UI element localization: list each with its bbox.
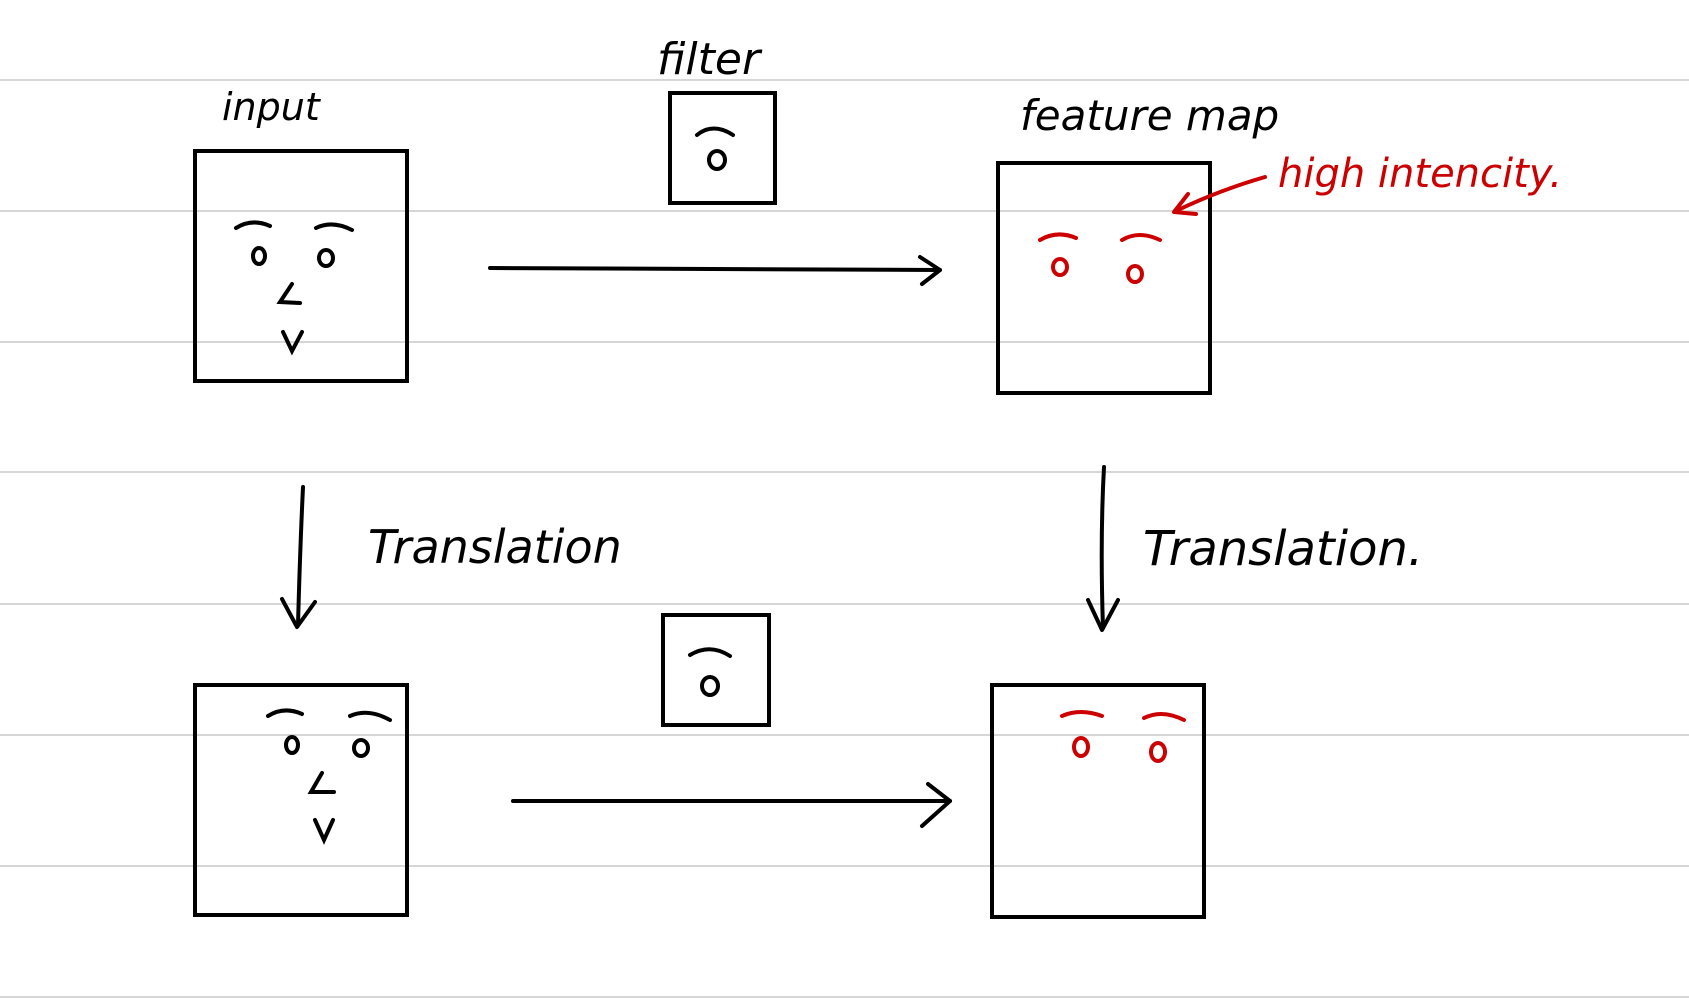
arrow-icon: [511, 782, 952, 828]
eye-icon: [1038, 232, 1162, 284]
arrow-icon: [488, 255, 942, 286]
left-eye-icon: [251, 246, 267, 266]
feature-map-box: [996, 161, 1212, 395]
translation-right-label: Translation.: [1143, 521, 1423, 577]
input-label: input: [222, 85, 322, 129]
eye-icon: [688, 647, 732, 697]
translation-left-label: Translation: [368, 520, 622, 574]
translated-feature-map-box: [990, 683, 1206, 919]
filter-box: [661, 613, 771, 727]
translated-input-box: [193, 683, 409, 917]
filter-box: [668, 91, 777, 205]
arrow-icon: [1086, 465, 1120, 632]
arrow-icon: [280, 485, 317, 629]
nose: [307, 771, 336, 794]
face-icon: [266, 708, 392, 845]
feature-map-label: feature map: [1020, 91, 1279, 140]
right-eyebrow: [348, 710, 392, 722]
input-box: [193, 149, 409, 383]
left-eyebrow: [266, 708, 304, 718]
eye-icon: [1060, 710, 1186, 763]
left-eye-icon: [284, 735, 300, 755]
right-eye-icon: [317, 248, 335, 268]
mouth: [313, 818, 335, 845]
high-intensity-arrow-icon: [1172, 175, 1267, 216]
right-eyebrow: [314, 222, 354, 232]
nose: [276, 282, 302, 305]
ruled-lines: [0, 79, 1689, 998]
eye-icon: [695, 126, 735, 171]
face-icon: [234, 220, 354, 356]
mouth: [281, 330, 304, 356]
right-eye-icon: [352, 738, 370, 758]
high-intensity-label: high intencity.: [1278, 151, 1562, 197]
filter-label: filter: [657, 34, 763, 85]
left-eyebrow: [234, 220, 272, 230]
